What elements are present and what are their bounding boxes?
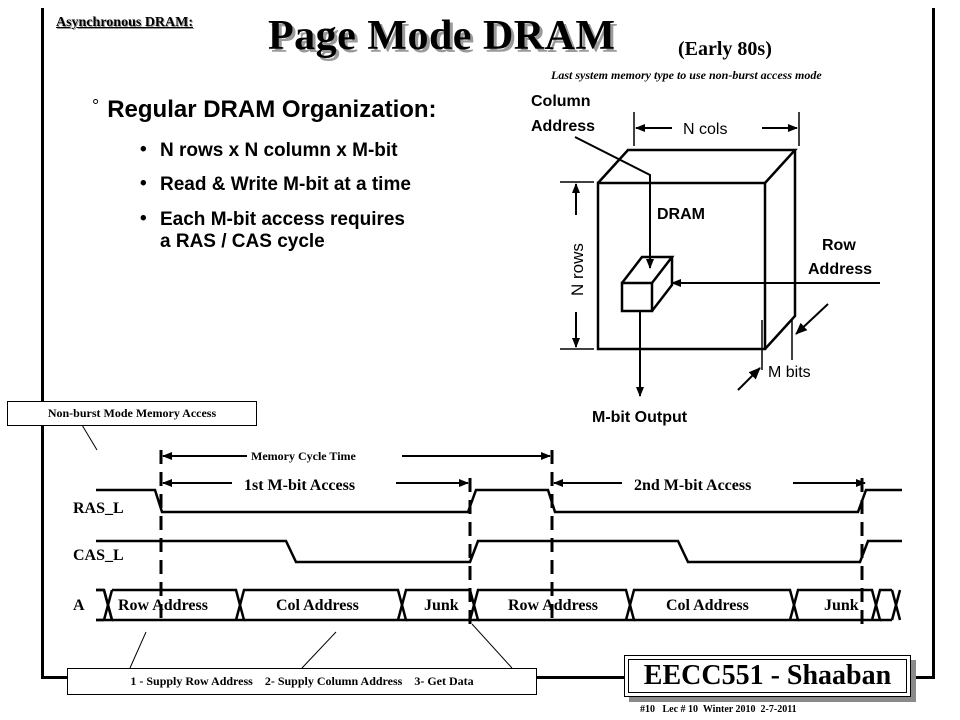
bullet-icon: ° xyxy=(92,96,100,116)
row-address-label-2: Address xyxy=(808,261,872,278)
section-label: Asynchronous DRAM: xyxy=(56,15,194,30)
cas-waveform xyxy=(96,539,902,564)
cycle-time-label: Memory Cycle Time xyxy=(251,449,357,463)
bus-value: Junk xyxy=(424,597,459,614)
organization-item-text: N rows x N column x M-bit xyxy=(160,140,398,161)
column-address-arrow xyxy=(574,136,654,269)
access2-label: 2nd M-bit Access xyxy=(634,477,751,494)
organization-heading-text: Regular DRAM Organization: xyxy=(107,96,437,123)
column-address-label: Column xyxy=(531,93,591,110)
output-label: M-bit Output xyxy=(592,409,688,426)
page-title: Page Mode DRAM xyxy=(268,13,616,59)
steps-callout: 1 - Supply Row Address 2- Supply Column … xyxy=(67,668,537,695)
dram-cube xyxy=(596,148,798,351)
n-rows-label: N rows xyxy=(568,243,587,296)
bus-value: Junk xyxy=(824,597,859,614)
cube-side-face xyxy=(764,150,797,350)
n-cols-label: N cols xyxy=(683,121,727,138)
organization-heading: ° Regular DRAM Organization: xyxy=(92,96,437,124)
signal-label-ras: RAS_L xyxy=(73,500,124,517)
bullet-dot-icon: • xyxy=(140,208,147,229)
access1-label: 1st M-bit Access xyxy=(244,477,355,494)
cube-front-face xyxy=(596,181,767,351)
course-brand-box: EECC551 - Shaaban xyxy=(624,655,911,697)
organization-item-text: Each M-bit access requires xyxy=(160,209,405,230)
bus-value: Col Address xyxy=(276,597,359,614)
m-bits-arrow-upper xyxy=(795,303,829,335)
lecture-footer: #10 Lec # 10 Winter 2010 2-7-2011 xyxy=(640,704,797,715)
organization-item-text: Read & Write M-bit at a time xyxy=(160,174,411,195)
mode-callout-leader xyxy=(81,424,98,451)
row-address-label: Row xyxy=(822,237,856,254)
memory-cell xyxy=(620,255,675,313)
ras-waveform xyxy=(96,488,902,514)
course-brand: EECC551 - Shaaban xyxy=(643,660,892,691)
bus-value: Row Address xyxy=(118,597,208,614)
step3-leader xyxy=(471,623,513,669)
bus-value: Col Address xyxy=(666,597,749,614)
bullet-dot-icon: • xyxy=(140,139,147,160)
page-subtitle: (Early 80s) xyxy=(678,38,772,60)
non-burst-mode-callout: Non-burst Mode Memory Access xyxy=(7,401,257,426)
address-bus xyxy=(96,588,902,622)
m-bits-label: M bits xyxy=(768,364,811,381)
dram-label: DRAM xyxy=(657,206,705,223)
signal-label-address: A xyxy=(73,597,85,614)
column-address-label-2: Address xyxy=(531,118,595,135)
m-bits-arrow-lower xyxy=(737,367,761,391)
cube-top-face xyxy=(597,148,798,184)
organization-item-text: a RAS / CAS cycle xyxy=(160,231,325,252)
bullet-dot-icon: • xyxy=(140,173,147,194)
step2-leader xyxy=(301,631,337,669)
memory-type-note: Last system memory type to use non-burst… xyxy=(551,68,822,82)
course-brand-inner-border xyxy=(628,659,907,693)
signal-label-cas: CAS_L xyxy=(73,547,124,564)
step1-leader xyxy=(129,631,147,669)
